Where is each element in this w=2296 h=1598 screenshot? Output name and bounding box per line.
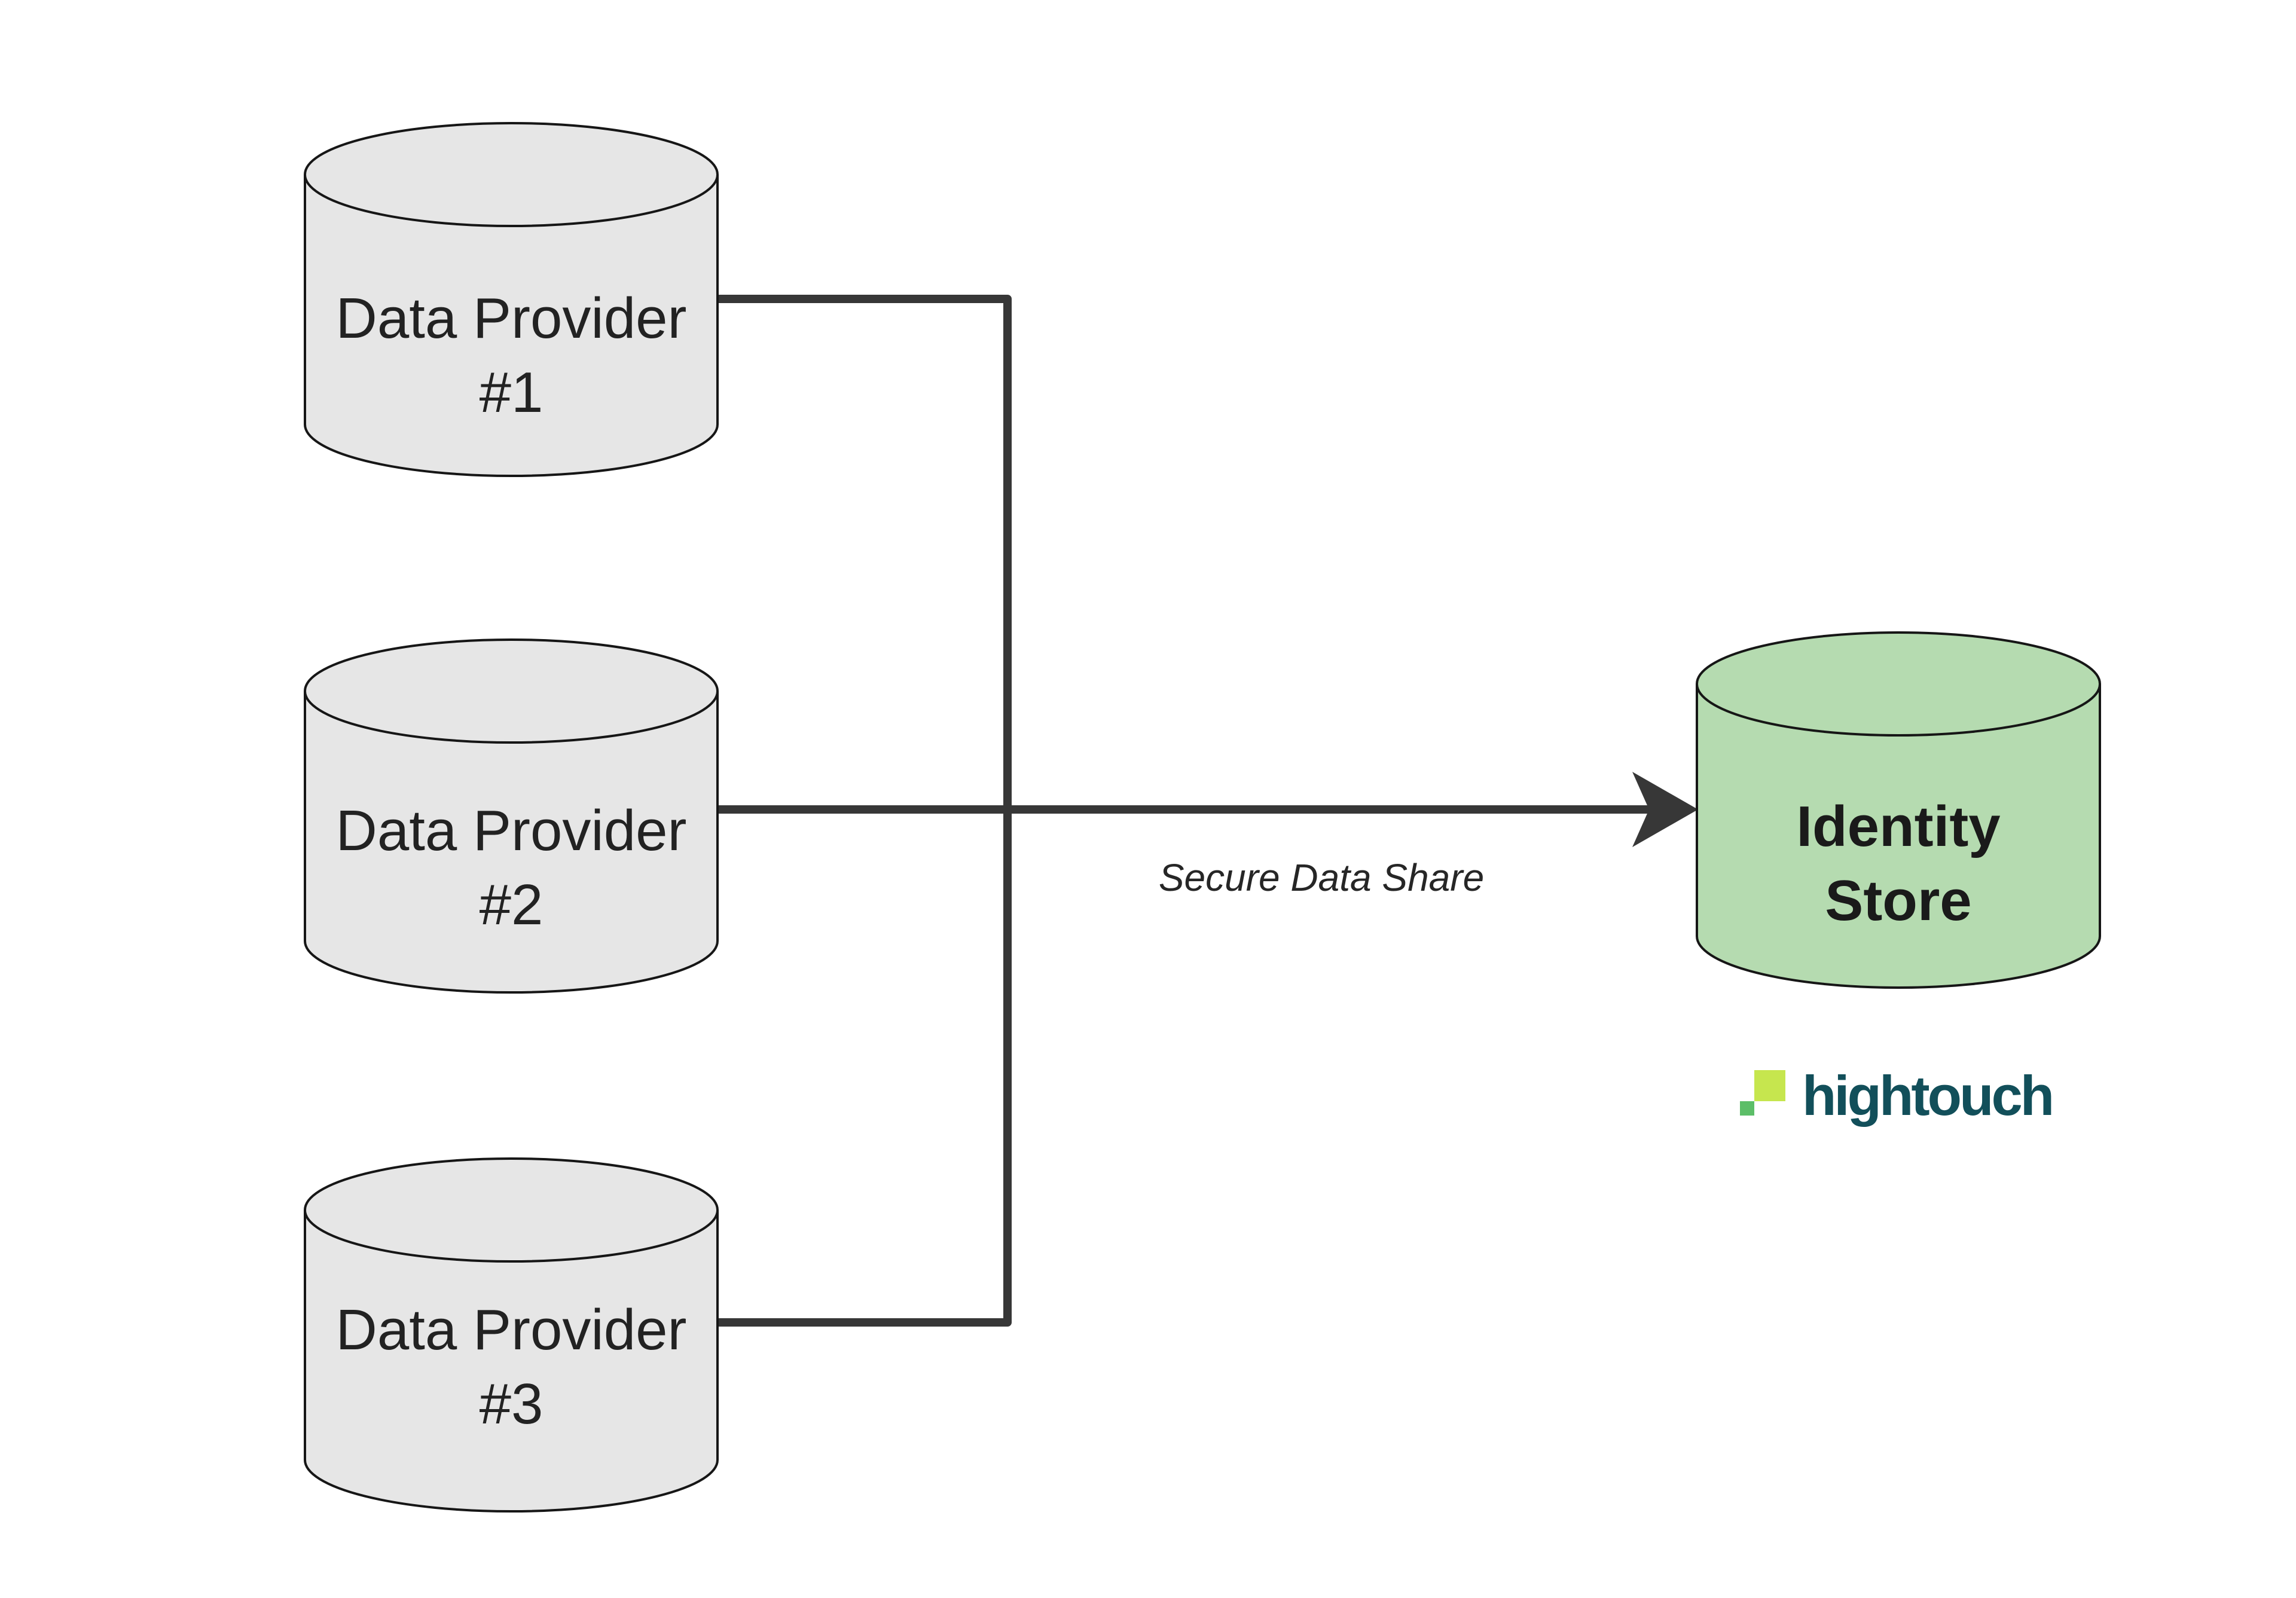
data-provider-3-cylinder-body <box>304 1157 719 1513</box>
data-provider-1-label-line2: #1 <box>479 360 544 424</box>
data-provider-2-cylinder-body <box>304 638 719 994</box>
logo-lime-square <box>1754 1070 1785 1101</box>
hightouch-wordmark: hightouch <box>1802 1064 2054 1127</box>
logo-green-square <box>1740 1101 1754 1116</box>
hightouch-logo-icon <box>1740 1070 1785 1116</box>
identity-store-cylinder <box>1696 631 2101 989</box>
data-provider-2-label-line2: #2 <box>479 873 544 937</box>
data-provider-1-label-line1: Data Provider <box>335 286 687 350</box>
arrowhead-icon <box>1632 772 1698 847</box>
identity-store-label-line1: Identity <box>1796 795 2001 858</box>
data-provider-2-cylinder <box>304 638 719 994</box>
data-provider-3-label-line1: Data Provider <box>335 1298 687 1362</box>
secure-data-share-label: Secure Data Share <box>1158 856 1485 899</box>
data-provider-3-label: Data Provider #3 <box>305 1293 718 1441</box>
data-provider-2-label-line1: Data Provider <box>335 799 687 863</box>
data-provider-1-cylinder-top-rim <box>304 174 719 227</box>
identity-store-label-line2: Store <box>1825 869 1972 933</box>
data-provider-1-cylinder <box>304 122 719 477</box>
data-provider-3-cylinder <box>304 1157 719 1513</box>
identity-store-label: Identity Store <box>1697 790 2100 938</box>
identity-store-cylinder-top-rim <box>1696 683 2101 737</box>
identity-store-cylinder-body <box>1696 631 2101 989</box>
data-provider-2-label: Data Provider #2 <box>305 794 718 942</box>
data-provider-3-label-line2: #3 <box>479 1372 544 1436</box>
data-provider-1-cylinder-body <box>304 122 719 477</box>
data-provider-3-cylinder-top-rim <box>304 1209 719 1263</box>
data-provider-1-label: Data Provider #1 <box>305 282 718 430</box>
data-provider-2-cylinder-top-rim <box>304 690 719 744</box>
